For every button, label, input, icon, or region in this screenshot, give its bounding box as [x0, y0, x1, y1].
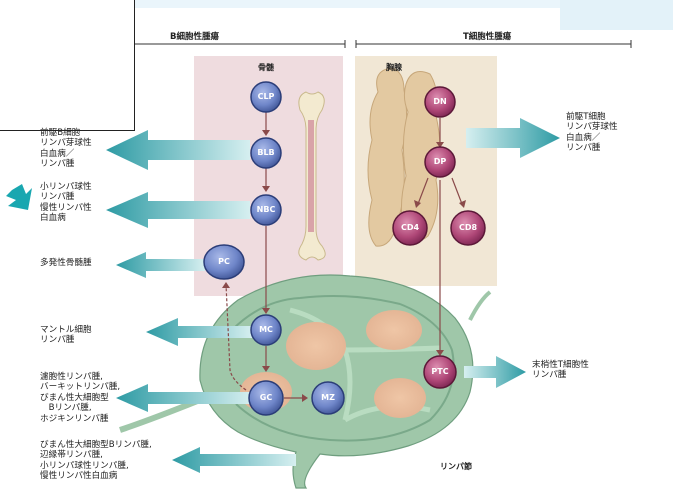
- b-cell-tumor-header: B細胞性腫瘍: [170, 30, 219, 42]
- follicle-2: [366, 310, 422, 350]
- label-diffuse-large-b: びまん性大細胞型Bリンパ腫, 辺縁帯リンパ腫, 小リンパ球性リンパ腫, 慢性リン…: [40, 440, 152, 482]
- cell-label-dn: DN: [422, 97, 458, 106]
- arrow-right-2: [464, 356, 526, 388]
- cell-label-cd8: CD8: [450, 223, 486, 232]
- bone-marrow-label: 骨髄: [258, 62, 274, 73]
- arrow-left-3: [116, 252, 205, 278]
- label-multiple-myeloma: 多発性骨髄腫: [40, 258, 92, 268]
- label-peripheral-t-cell: 末梢性T細胞性 リンパ腫: [532, 360, 589, 381]
- follicle-1: [286, 322, 346, 370]
- cell-label-nbc: NBC: [248, 205, 284, 214]
- cell-label-dp: DP: [422, 157, 458, 166]
- t-cell-tumor-header: T細胞性腫瘍: [463, 30, 511, 42]
- label-mantle-cell: マントル細胞 リンパ腫: [40, 325, 92, 346]
- lymph-node-label: リンパ節: [440, 461, 472, 472]
- arrow-left-6: [172, 447, 296, 473]
- cell-label-mc: MC: [248, 325, 284, 334]
- cell-label-ptc: PTC: [422, 367, 458, 376]
- top-right-shade: [560, 0, 673, 30]
- pointer-arrow-icon: [6, 184, 32, 210]
- label-precursor-b-lymphoblastic: 前駆B細胞 リンパ芽球性 白血病／ リンパ腫: [40, 128, 92, 170]
- thymus-label: 胸腺: [386, 62, 402, 73]
- label-follicular: 濾胞性リンパ腫, バーキットリンパ腫, びまん性大細胞型 Bリンパ腫, ホジキン…: [40, 372, 120, 424]
- overlay-box: [0, 0, 135, 131]
- cell-label-clp: CLP: [248, 92, 284, 101]
- cell-label-pc: PC: [206, 257, 242, 266]
- label-small-lymphocytic: 小リンパ球性 リンパ腫 慢性リンパ性 白血病: [40, 182, 92, 224]
- follicle-3: [374, 378, 426, 418]
- cell-label-blb: BLB: [248, 148, 284, 157]
- cell-label-gc: GC: [248, 393, 284, 402]
- label-precursor-t-lymphoblastic: 前駆T細胞 リンパ芽球性 白血病／ リンパ腫: [566, 112, 618, 154]
- cell-label-cd4: CD4: [392, 223, 428, 232]
- cell-label-mz: MZ: [310, 393, 346, 402]
